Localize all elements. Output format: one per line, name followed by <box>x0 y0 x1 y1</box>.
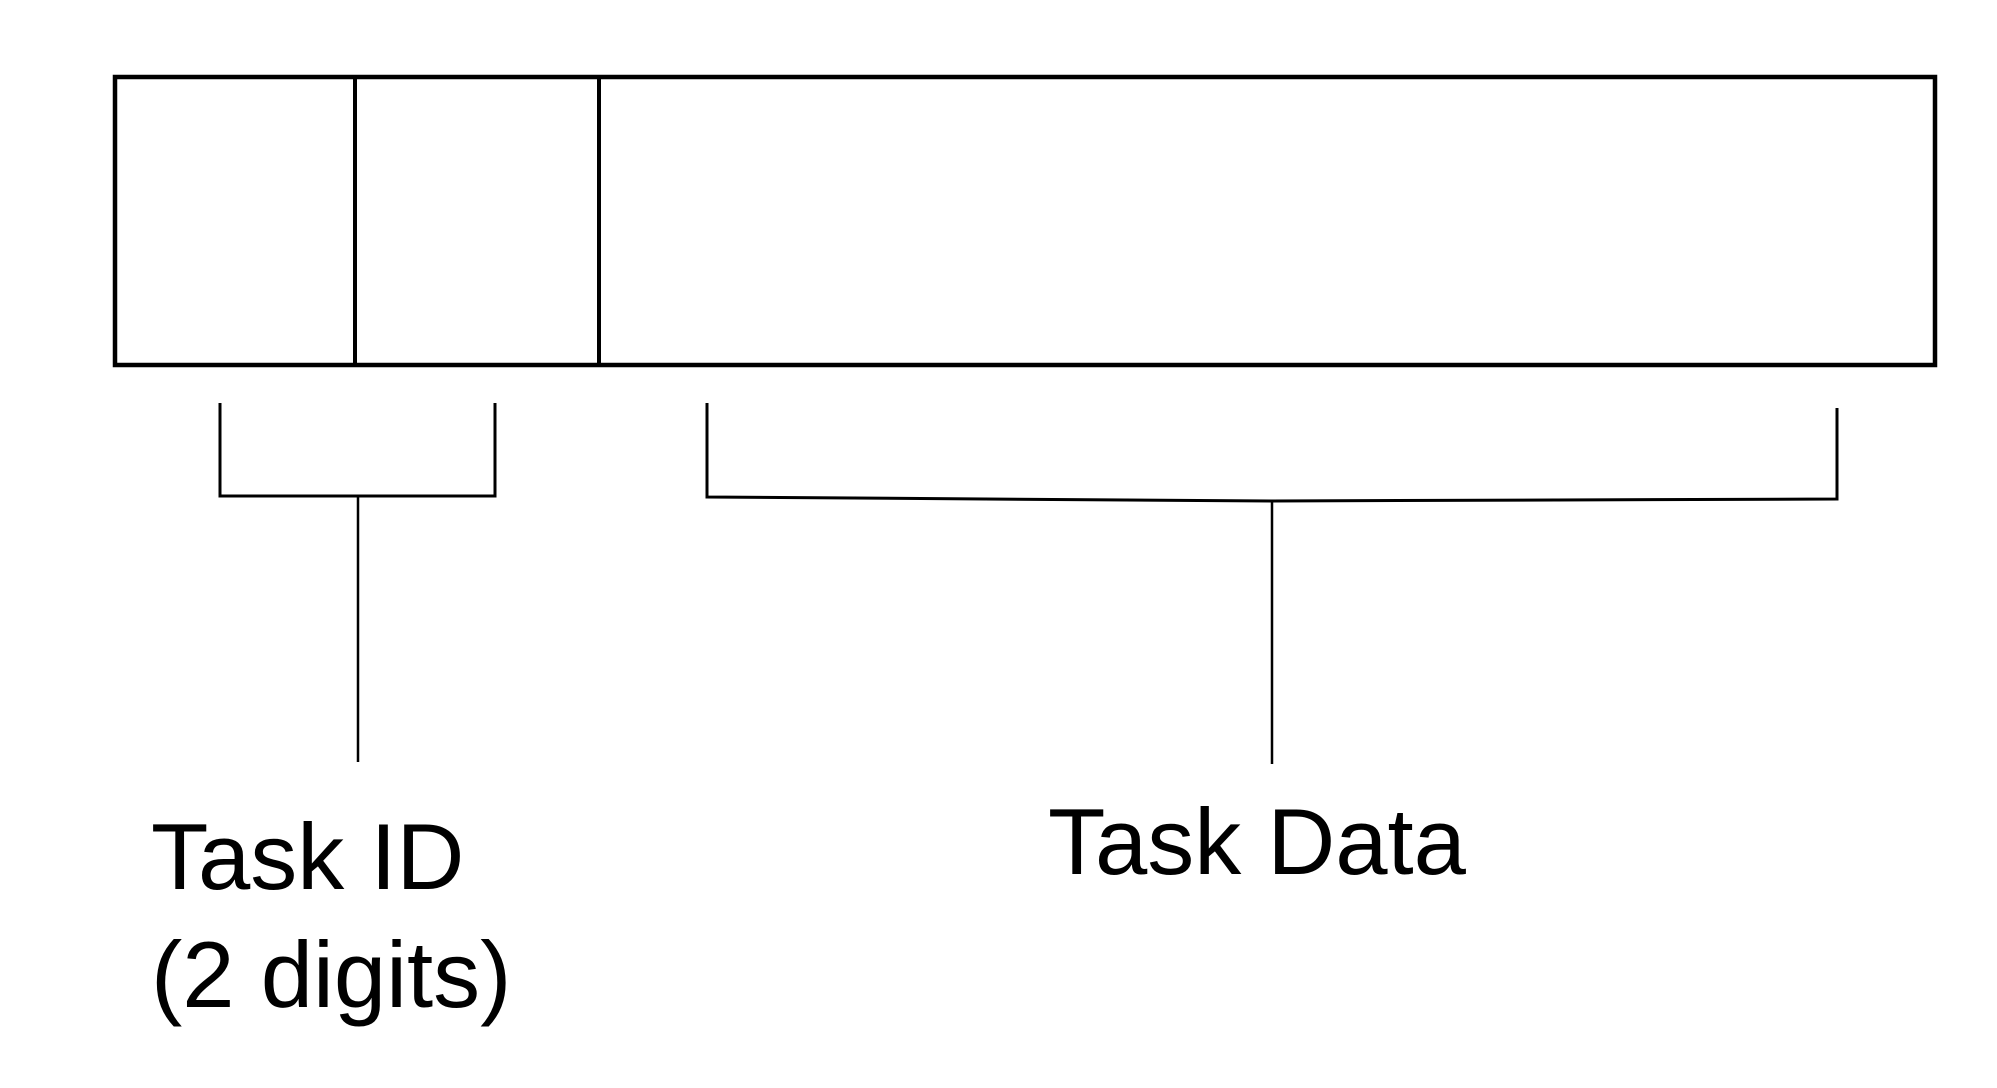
record-box <box>112 74 1938 368</box>
task-data-label: Task Data <box>1048 789 1466 894</box>
task-id-label: Task ID (2 digits) <box>151 798 511 1034</box>
task-data-bracket <box>705 403 1839 503</box>
task-id-label-line2: (2 digits) <box>151 922 512 1027</box>
task-id-bracket <box>218 403 497 498</box>
task-id-label-line1: Task ID <box>151 804 465 909</box>
